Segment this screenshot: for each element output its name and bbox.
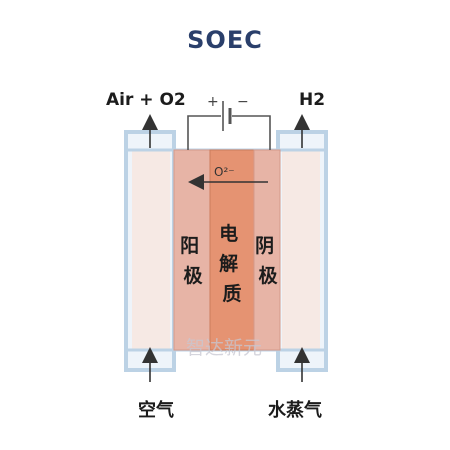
circuit-wire-right [232, 115, 271, 150]
anode-char-2: 极 [183, 264, 203, 287]
electrolyte-char-2: 解 [219, 252, 238, 275]
cathode-layer [253, 149, 281, 351]
circuit-wire [187, 115, 221, 150]
right-gas-channel [282, 150, 320, 350]
left-gas-channel [132, 150, 170, 350]
diagram-title: SOEC [187, 26, 263, 54]
minus-sign: − [237, 94, 249, 110]
cathode-label: 阴 极 [255, 235, 281, 287]
h2-label: H2 [299, 90, 326, 110]
electrolyte-char-1: 电 [219, 222, 238, 245]
watermark: 智达新元 [186, 337, 262, 359]
anode-label: 阳 极 [180, 235, 206, 287]
electrolyte-layer [209, 149, 255, 351]
electrolyte-label: 电 解 质 [219, 222, 245, 305]
cathode-char-1: 阴 [255, 235, 274, 257]
oxide-ion-label: O²⁻ [214, 165, 235, 179]
air-label: 空气 [138, 400, 174, 421]
electrolyte-char-3: 质 [222, 283, 241, 305]
steam-label: 水蒸气 [268, 400, 322, 421]
cathode-char-2: 极 [258, 264, 278, 287]
anode-char-1: 阳 [180, 235, 199, 257]
plus-sign: + [207, 94, 219, 110]
air-o2-label: Air + O2 [106, 90, 186, 110]
